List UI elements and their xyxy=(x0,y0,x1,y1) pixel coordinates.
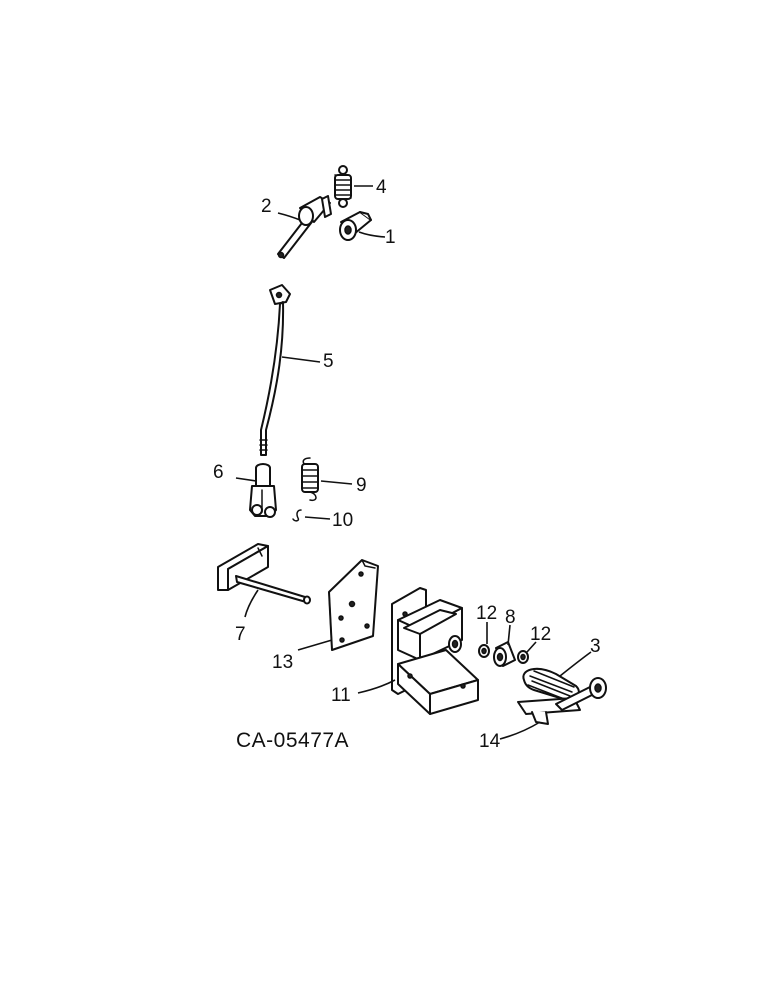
part-6-clevis xyxy=(249,463,277,518)
part-8-bushing xyxy=(493,641,516,667)
part-4-spring xyxy=(334,165,352,208)
part-1-bushing xyxy=(339,211,372,241)
callout-5: 5 xyxy=(323,351,334,372)
callout-11: 11 xyxy=(331,685,351,706)
part-13-plate xyxy=(328,559,379,651)
part-12-bushing-left xyxy=(478,644,490,658)
part-2-lever xyxy=(277,195,332,259)
part-14-pedal-arm xyxy=(517,677,607,725)
part-12-bushing-right xyxy=(517,650,529,664)
part-3-pedal-pad xyxy=(522,667,580,700)
callout-3: 3 xyxy=(590,636,601,657)
callout-7: 7 xyxy=(235,624,246,645)
callout-13: 13 xyxy=(272,652,293,673)
callout-6: 6 xyxy=(213,462,224,483)
part-11-bracket xyxy=(391,587,479,715)
callout-12-right: 12 xyxy=(530,624,551,645)
callout-9: 9 xyxy=(356,475,367,496)
part-7-shaft xyxy=(217,543,311,605)
drawing-code: CA-05477A xyxy=(236,729,349,752)
part-9-spring xyxy=(301,457,319,502)
callout-10: 10 xyxy=(332,510,353,531)
callout-2: 2 xyxy=(261,196,272,217)
part-5-rod xyxy=(259,284,291,456)
callout-14: 14 xyxy=(479,731,501,752)
callout-8: 8 xyxy=(505,607,516,628)
callout-4: 4 xyxy=(376,177,387,198)
callout-1: 1 xyxy=(385,227,396,248)
part-10-pin xyxy=(292,509,302,522)
callout-12-left: 12 xyxy=(476,603,497,624)
